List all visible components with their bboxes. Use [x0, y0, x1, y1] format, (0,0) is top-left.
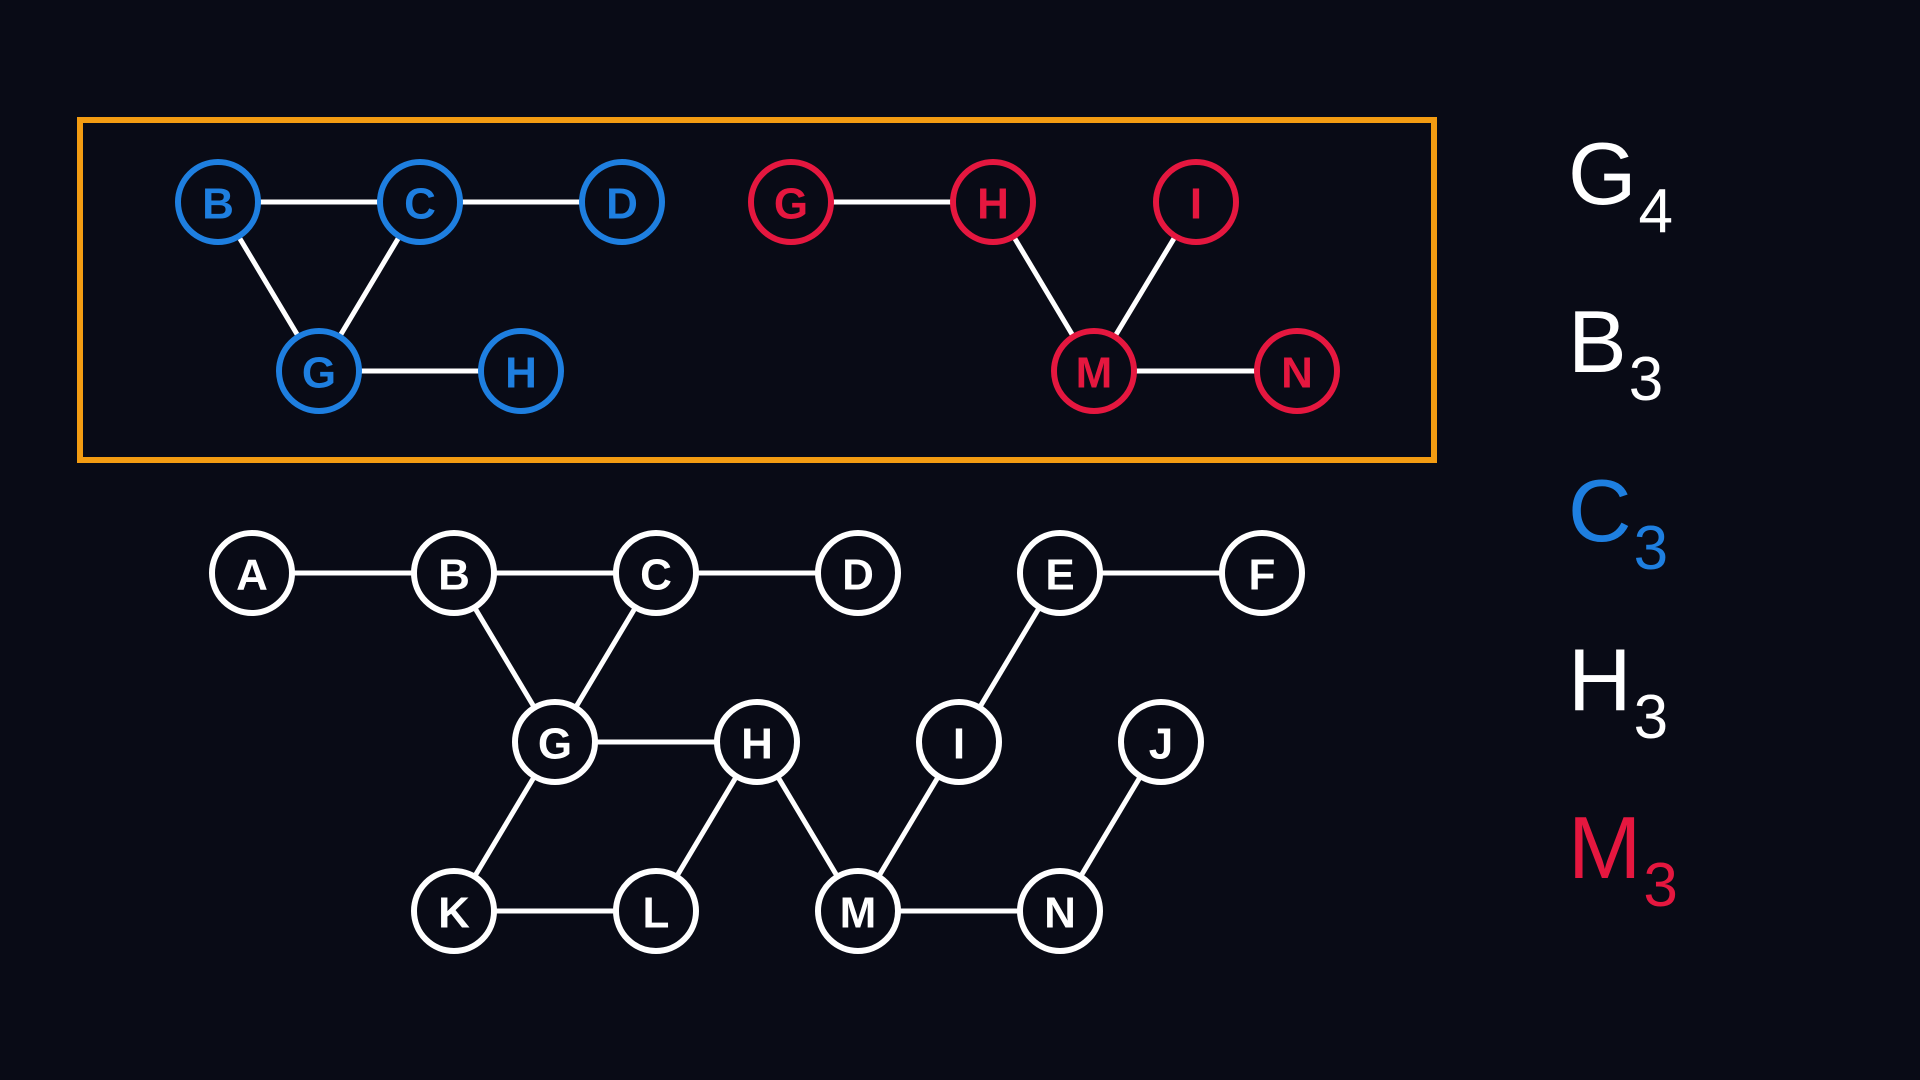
main-node-circle — [1017, 868, 1103, 954]
subgraph-red-node-circle — [1254, 328, 1340, 414]
degree-label-letter: G — [1568, 124, 1637, 223]
degree-label-letter: H — [1568, 630, 1632, 729]
subgraph-blue-node-label: G — [302, 349, 336, 398]
main-node-f: F — [1219, 530, 1305, 616]
main-node-i: I — [916, 699, 1002, 785]
nodes-layer: B C D G H G H I M N A B C D E F G H I J K L M N — [175, 159, 1340, 954]
degree-label-letter: B — [1568, 292, 1627, 391]
degree-label-letter: M — [1568, 798, 1642, 897]
subgraph-red-node-circle — [748, 159, 834, 245]
subgraph-blue-node-label: C — [404, 180, 436, 229]
main-node-m: M — [815, 868, 901, 954]
subgraph-red-node-label: G — [774, 180, 808, 229]
main-node-circle — [613, 530, 699, 616]
main-node-circle — [916, 699, 1002, 785]
main-node-label: I — [953, 720, 965, 769]
main-node-label: D — [842, 551, 874, 600]
main-node-circle — [411, 868, 497, 954]
subgraph-blue-node-g: G — [276, 328, 362, 414]
subgraph-red-node-circle — [1051, 328, 1137, 414]
degree-label-letter: C — [1568, 461, 1632, 560]
main-node-circle — [1219, 530, 1305, 616]
degree-label-b: B3 — [1568, 298, 1663, 411]
main-node-label: C — [640, 551, 672, 600]
subgraph-red-node-i: I — [1153, 159, 1239, 245]
main-node-b: B — [411, 530, 497, 616]
main-node-label: E — [1045, 551, 1074, 600]
main-node-h: H — [714, 699, 800, 785]
subgraph-red-node-label: I — [1190, 180, 1202, 229]
subgraph-blue-node-h: H — [478, 328, 564, 414]
main-node-n: N — [1017, 868, 1103, 954]
subgraph-red-node-label: H — [977, 180, 1009, 229]
degree-label-count: 3 — [1633, 514, 1669, 583]
main-node-circle — [815, 868, 901, 954]
main-node-j: J — [1118, 699, 1204, 785]
main-node-circle — [411, 530, 497, 616]
subgraph-blue-node-circle — [478, 328, 564, 414]
main-node-label: F — [1249, 551, 1276, 600]
subgraph-red-node-label: N — [1281, 349, 1313, 398]
subgraph-blue-node-label: H — [505, 349, 537, 398]
main-node-label: K — [438, 889, 470, 938]
degree-label-count: 3 — [1633, 683, 1669, 752]
main-node-g: G — [512, 699, 598, 785]
subgraph-red-node-circle — [1153, 159, 1239, 245]
subgraph-blue-node-circle — [175, 159, 261, 245]
main-node-a: A — [209, 530, 295, 616]
subgraph-red-node-n: N — [1254, 328, 1340, 414]
main-node-circle — [815, 530, 901, 616]
main-node-label: G — [538, 720, 572, 769]
subgraph-red-node-g: G — [748, 159, 834, 245]
degree-label-g: G4 — [1568, 130, 1673, 243]
main-node-e: E — [1017, 530, 1103, 616]
subgraph-red-node-circle — [950, 159, 1036, 245]
main-node-c: C — [613, 530, 699, 616]
main-node-k: K — [411, 868, 497, 954]
subgraph-blue-node-circle — [377, 159, 463, 245]
main-node-label: M — [840, 889, 877, 938]
subgraph-blue-node-b: B — [175, 159, 261, 245]
main-node-circle — [1017, 530, 1103, 616]
subgraph-red-node-m: M — [1051, 328, 1137, 414]
subgraph-red-node-h: H — [950, 159, 1036, 245]
edges-layer — [215, 199, 1297, 914]
subgraph-blue-node-label: D — [606, 180, 638, 229]
degree-label-count: 3 — [1628, 345, 1664, 414]
main-node-label: J — [1149, 720, 1173, 769]
main-node-label: B — [438, 551, 470, 600]
main-node-label: A — [236, 551, 268, 600]
main-node-circle — [209, 530, 295, 616]
main-node-circle — [613, 868, 699, 954]
main-node-label: H — [741, 720, 773, 769]
subgraph-blue-node-circle — [276, 328, 362, 414]
subgraph-blue-node-circle — [579, 159, 665, 245]
highlight-frame — [77, 117, 1437, 463]
subgraph-blue-node-label: B — [202, 180, 234, 229]
degree-label-c: C3 — [1568, 467, 1668, 580]
subgraph-red-node-label: M — [1076, 349, 1113, 398]
degree-label-count: 3 — [1643, 851, 1678, 920]
degree-label-count: 4 — [1638, 177, 1673, 246]
main-node-circle — [1118, 699, 1204, 785]
main-node-l: L — [613, 868, 699, 954]
main-node-circle — [512, 699, 598, 785]
main-node-circle — [714, 699, 800, 785]
main-node-d: D — [815, 530, 901, 616]
degree-label-m: M3 — [1568, 804, 1678, 917]
degree-label-h: H3 — [1568, 636, 1668, 749]
subgraph-blue-node-d: D — [579, 159, 665, 245]
subgraph-blue-node-c: C — [377, 159, 463, 245]
main-node-label: L — [643, 889, 670, 938]
main-node-label: N — [1044, 889, 1076, 938]
